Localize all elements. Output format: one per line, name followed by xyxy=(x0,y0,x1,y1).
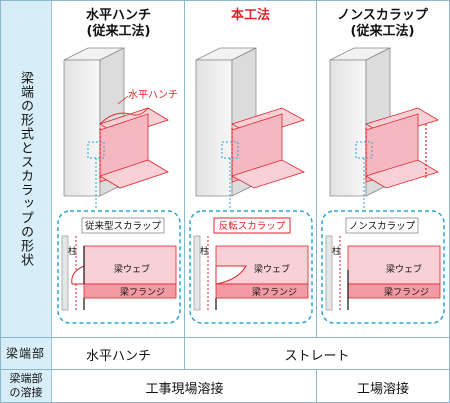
grid-line xyxy=(0,0,1,403)
label-web: 梁ウェブ xyxy=(254,263,290,275)
column-title-haunch: 水平ハンチ (従来工法) xyxy=(53,8,184,40)
label-flange: 梁フランジ xyxy=(120,286,165,298)
weld-site: 工事現場溶接 xyxy=(145,382,224,397)
label-flange: 梁フランジ xyxy=(384,286,429,298)
label-column: 柱 xyxy=(200,245,209,257)
scallop-tag-frame xyxy=(345,217,419,234)
row-header-beam-end-text: 梁端部 xyxy=(5,346,46,361)
beam-end-straight: ストレート xyxy=(284,349,350,364)
grid-line xyxy=(184,0,185,369)
label-column: 柱 xyxy=(68,245,77,257)
grid-line xyxy=(0,337,450,338)
column-title-line1: 水平ハンチ xyxy=(85,8,151,23)
grid-line xyxy=(316,0,317,337)
joint-illustrations: 水平ハンチ xyxy=(57,47,445,324)
scallop-tag-non-scallop: ノンスカラップ xyxy=(349,221,416,232)
label-column: 柱 xyxy=(332,245,341,257)
isometric-joint-haunch xyxy=(63,47,169,210)
label-flange: 梁フランジ xyxy=(252,286,297,298)
weld-text: 梁端部の溶接 xyxy=(9,372,43,399)
column-title-this-method: 本工法 xyxy=(185,8,316,24)
label-web: 梁ウェブ xyxy=(386,263,422,275)
row-header-shape-text: 梁端の形式とスカラップの形状 xyxy=(18,70,33,267)
grid-line xyxy=(0,369,450,370)
row-header-weld: 梁端部の溶接 xyxy=(0,369,52,403)
detail-reverse-scallop xyxy=(189,210,313,324)
scallop-tag-frame xyxy=(213,217,291,234)
row-header-beam-end: 梁端部 xyxy=(0,337,52,369)
row-header-shape: 梁端の形式とスカラップの形状 xyxy=(0,0,52,337)
beam-end-haunch: 水平ハンチ xyxy=(85,349,151,364)
weld-factory: 工場溶接 xyxy=(356,382,409,397)
haunch-callout: 水平ハンチ xyxy=(128,89,178,101)
column-title-non-scallop: ノンスカラップ (従来工法) xyxy=(317,8,448,40)
column-title-line1: ノンスカラップ xyxy=(337,8,428,23)
column-title-line2: (従来工法) xyxy=(86,24,151,39)
row-header-weld-text: 梁端部の溶接 xyxy=(0,372,52,400)
column-title-line1: 本工法 xyxy=(230,8,270,23)
label-web: 梁ウェブ xyxy=(114,263,150,275)
scallop-tag-conventional: 従来型スカラップ xyxy=(85,220,162,232)
grid-line xyxy=(0,0,450,1)
detail-non-scallop xyxy=(321,210,445,324)
grid-line xyxy=(316,369,317,403)
detail-conventional-scallop xyxy=(57,210,181,324)
isometric-joint-this-method xyxy=(195,47,306,210)
column-title-line2: (従来工法) xyxy=(350,24,415,39)
scallop-tag-reverse: 反転スカラップ xyxy=(219,221,286,232)
scallop-tag-frame xyxy=(81,217,165,234)
isometric-joint-non-scallop xyxy=(329,47,439,210)
